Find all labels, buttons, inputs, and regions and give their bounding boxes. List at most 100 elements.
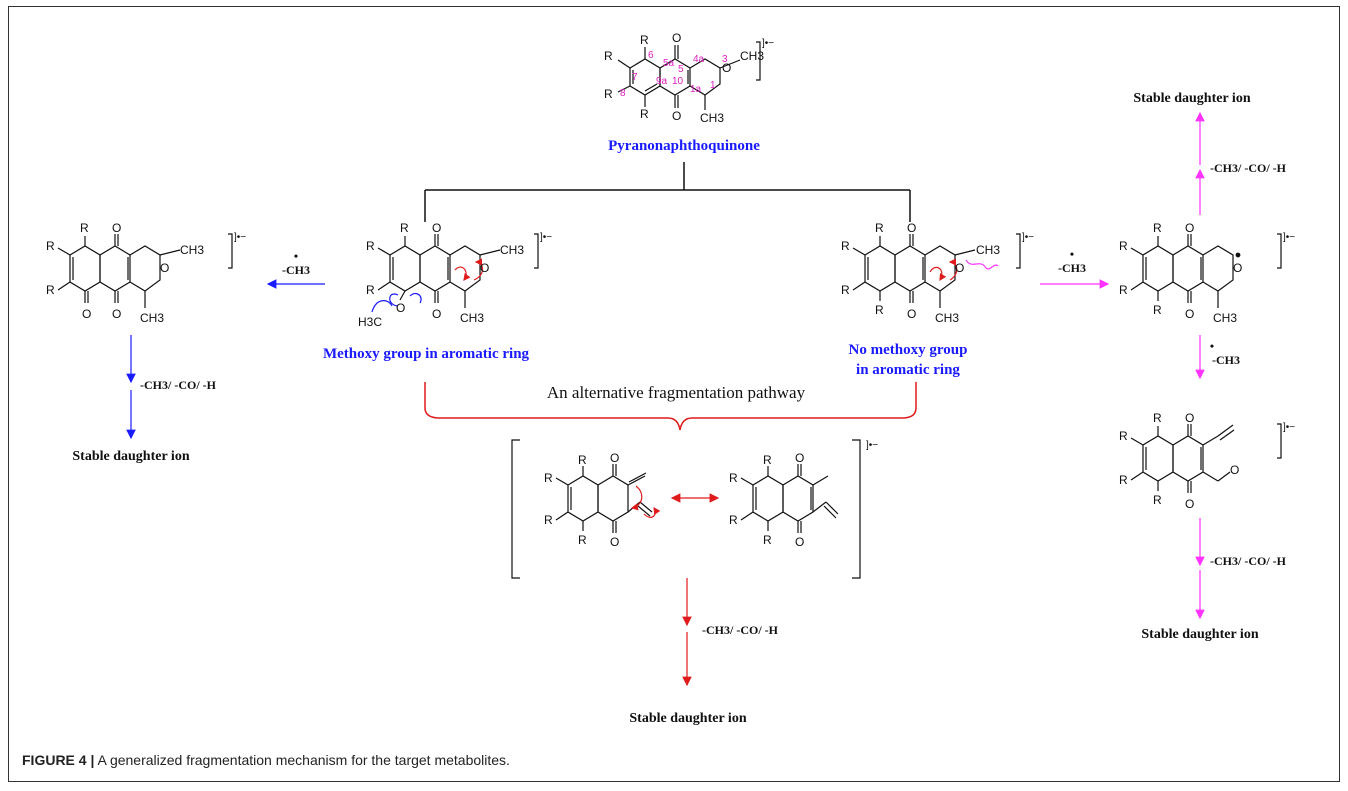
radical-anion: ]•− [540,232,552,243]
methyl: CH3 [180,243,204,257]
left-product-text: O O O O CH3 CH3 R R R ]•− [46,221,246,325]
atom-o-top: O [672,31,681,45]
sub-r: R [604,49,613,63]
methyl-3: CH3 [740,49,764,63]
dot-radical: • [294,249,298,263]
right-product-structure [1130,233,1282,308]
label-loss-combo-up: -CH3/ -CO/ -H [1210,161,1287,175]
atom-o: O [1185,221,1194,235]
sub-r: R [1119,239,1128,253]
sub-r: R [604,87,613,101]
sub-r: R [80,221,89,235]
stable-ion-center: Stable daughter ion [629,711,746,726]
sub-r: R [841,283,850,297]
compound-name-pyranonaphthoquinone: Pyranonaphthoquinone [608,138,760,154]
radical-anion: ]•− [762,38,774,49]
sub-r: R [1153,411,1162,425]
sub-r: R [1153,221,1162,235]
atom-o: O [610,451,619,465]
label-loss-ch3-down: -CH3 [1212,353,1240,367]
vinyl-aldehyde-structure [1130,423,1282,493]
resonance-left-text: O O R R R R [544,451,619,549]
atom-o-aldehyde: O [1230,463,1239,477]
num-9a: 9a [656,76,668,87]
atom-o-ring: O [160,261,169,275]
label-no-methoxy-line2: in aromatic ring [856,362,960,378]
atom-o: O [82,307,91,321]
num-7: 7 [632,72,638,83]
methyl: CH3 [935,311,959,325]
methoxy-curved-arrows [371,258,484,313]
sub-r: R [544,513,553,527]
red-brace [424,382,917,431]
label-alternative-pathway: An alternative fragmentation pathway [547,383,806,402]
atom-o: O [112,221,121,235]
sub-r: R [46,283,55,297]
num-1: 1 [710,80,716,91]
methyl: CH3 [500,243,524,257]
radical-anion: ]•− [866,440,878,451]
no-methoxy-compound-structure [852,233,1021,308]
branch-lines [424,162,911,222]
sub-r: R [763,533,772,547]
methyl: CH3 [976,243,1000,257]
atom-o: O [432,221,441,235]
label-loss-ch3-left: -CH3 [282,263,310,277]
atom-o-methoxy: O [396,301,405,315]
no-methoxy-curved-arrows [929,258,999,282]
radical-anion: ]•− [1283,422,1295,433]
no-methoxy-compound-text: O O O CH3 CH3 R R R R ]•− [841,221,1034,325]
num-4a: 4a [693,54,705,65]
sub-r: R [763,453,772,467]
atom-o: O [795,535,804,549]
sub-r: R [640,107,649,121]
sub-r: R [578,453,587,467]
atom-o: O [432,307,441,321]
sub-r: R [1119,283,1128,297]
stable-ion-top-right: Stable daughter ion [1133,91,1250,106]
atom-o-bottom: O [672,109,681,123]
sub-r: R [578,533,587,547]
right-product-text: O O O CH3 R R R R ]•− [1119,221,1295,325]
atom-o-ring: O [480,261,489,275]
atom-o-ring: O [1233,261,1242,275]
num-10: 10 [672,76,684,87]
atom-o-ring: O [722,61,731,75]
figure-frame [8,6,1340,782]
dot-radical: • [1070,247,1074,261]
numbering-labels: 6 5a 5 4a 3 7 8 9a 10 1a 1 [620,50,728,99]
atom-o-ring: O [955,261,964,275]
sub-r: R [400,221,409,235]
label-no-methoxy-line1: No methoxy group [849,342,968,358]
methoxy-group: H3C [358,315,382,329]
sub-r: R [640,33,649,47]
figure-caption: FIGURE 4 | A generalized fragmentation m… [22,752,510,768]
resonance-right-structure [740,464,839,533]
methoxy-compound-structure [377,233,539,308]
num-5a: 5a [663,58,675,69]
methoxy-compound-text: O O O CH3 CH3 R R R O H3C ]•− [358,221,552,329]
radical-anion: ]•− [234,232,246,243]
atom-o: O [1185,307,1194,321]
sub-r: R [366,239,375,253]
resonance-left-structure [555,464,653,533]
vinyl-aldehyde-text: O O O R R R R ]•− [1119,411,1295,511]
sub-r: R [366,283,375,297]
label-loss-combo-left: -CH3/ -CO/ -H [140,378,217,392]
label-methoxy-group: Methoxy group in aromatic ring [323,346,530,362]
sub-r: R [875,303,884,317]
atom-o: O [610,535,619,549]
sub-r: R [729,471,738,485]
left-product-structure [57,233,233,308]
methyl: CH3 [460,311,484,325]
num-6: 6 [648,50,654,61]
atom-o: O [907,221,916,235]
atom-o: O [795,451,804,465]
sub-r: R [841,239,850,253]
pyranonaphthoquinone-structure [617,41,761,110]
sub-r: R [1119,473,1128,487]
methyl: CH3 [1213,311,1237,325]
sub-r: R [1153,493,1162,507]
num-8: 8 [620,88,626,99]
